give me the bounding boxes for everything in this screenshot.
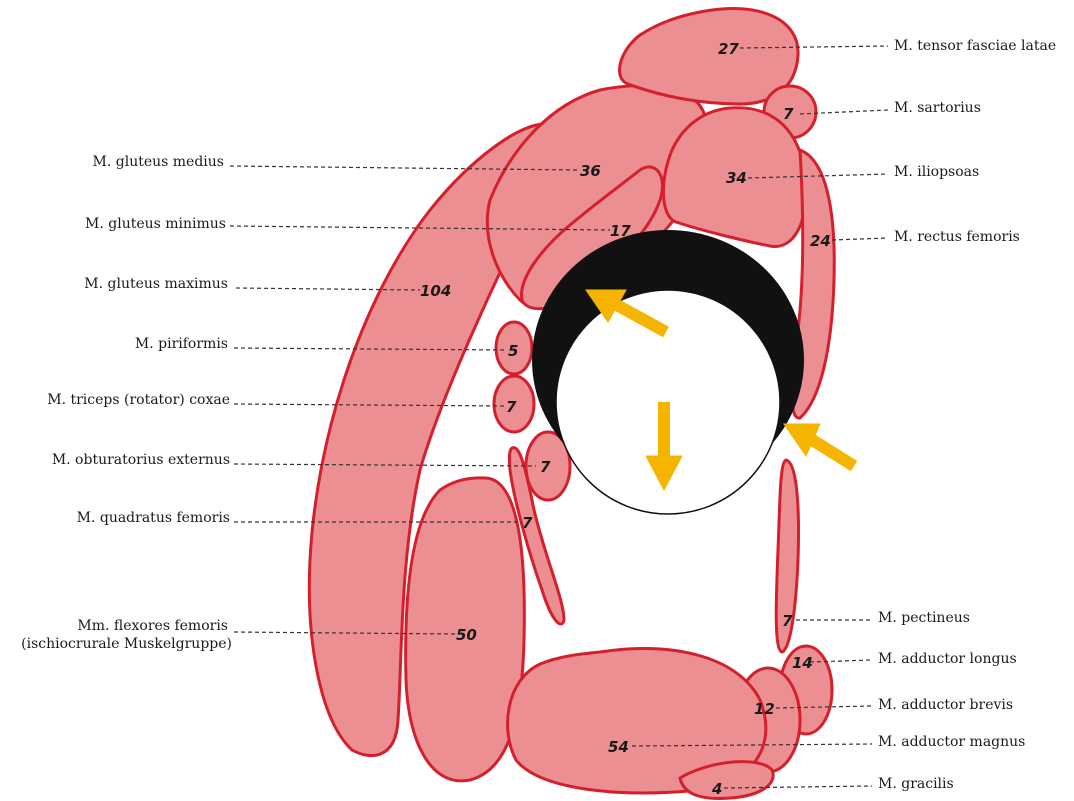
label-flexores-femoris: Mm. flexores femoris [77,618,228,634]
value-gracilis: 4 [711,780,722,798]
value-flexores-femoris: 50 [456,626,477,644]
value-adductor-magnus: 54 [608,738,629,756]
label-adductor-longus: M. adductor longus [878,651,1017,667]
label-sartorius: M. sartorius [894,100,981,116]
label-flexores-femoris-sub: (ischiocrurale Muskelgruppe) [21,636,232,652]
label-rectus-femoris: M. rectus femoris [894,229,1020,245]
value-triceps-coxae: 7 [506,398,517,416]
label-pectineus: M. pectineus [878,610,970,626]
value-iliopsoas: 34 [726,169,747,187]
label-triceps-coxae: M. triceps (rotator) coxae [47,392,230,408]
labels-left: M. gluteus medius M. gluteus minimus M. … [21,154,232,652]
label-gluteus-minimus: M. gluteus minimus [85,216,226,232]
label-iliopsoas: M. iliopsoas [894,164,979,180]
value-obturatorius-externus: 7 [540,458,551,476]
value-quadratus-femoris: 7 [522,514,533,532]
label-gluteus-maximus: M. gluteus maximus [84,276,228,292]
label-gracilis: M. gracilis [878,776,954,792]
label-tensor-fasciae-latae: M. tensor fasciae latae [894,38,1056,54]
leader-rectus-femoris [832,238,888,240]
label-piriformis: M. piriformis [135,336,228,352]
value-gluteus-medius: 36 [580,162,601,180]
labels-right: M. tensor fasciae latae M. sartorius M. … [878,38,1056,792]
value-gluteus-minimus: 17 [610,222,631,240]
value-tensor-fasciae-latae: 27 [718,40,739,58]
value-piriformis: 5 [508,342,518,360]
label-obturatorius-externus: M. obturatorius externus [52,452,230,468]
label-adductor-brevis: M. adductor brevis [878,697,1013,713]
value-gluteus-maximus: 104 [420,282,451,300]
value-pectineus: 7 [782,612,793,630]
value-adductor-longus: 14 [792,654,813,672]
value-rectus-femoris: 24 [810,232,831,250]
label-quadratus-femoris: M. quadratus femoris [77,510,230,526]
value-adductor-brevis: 12 [754,700,775,718]
value-sartorius: 7 [783,105,794,123]
muscle-tensor-fasciae-latae [619,9,798,104]
label-gluteus-medius: M. gluteus medius [93,154,224,170]
label-adductor-magnus: M. adductor magnus [878,734,1025,750]
